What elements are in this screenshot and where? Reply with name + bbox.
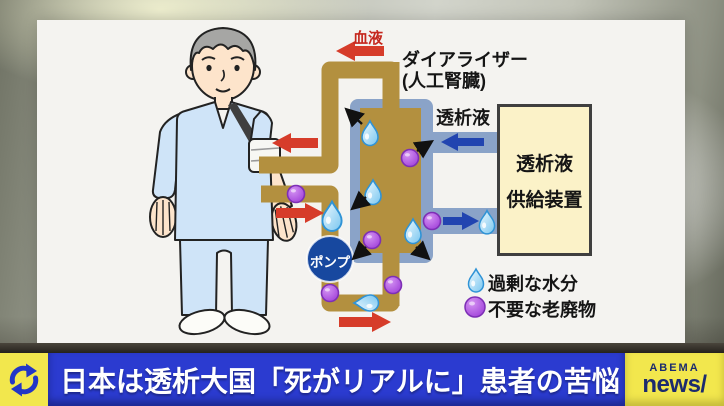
dialysate-flow-arrows <box>441 133 484 230</box>
blood-return-arrow <box>336 41 384 61</box>
cycle-arrows-icon <box>9 363 39 396</box>
waste-legend-icon <box>464 296 486 318</box>
dialyzer-top-stub <box>382 62 400 112</box>
migration-arrow <box>344 107 365 128</box>
migration-arrow <box>350 190 372 211</box>
abema-logo-text: ABEMA <box>649 361 700 374</box>
migration-arrow <box>351 240 372 261</box>
dialyzer-label-line1: ダイアライザー <box>402 50 528 70</box>
patient-left-hand <box>149 196 177 238</box>
dialysate-label: 透析液 <box>436 108 490 128</box>
waste-circle <box>383 275 403 295</box>
patient-slipper <box>223 308 271 336</box>
patient-pants <box>179 239 269 316</box>
patient-hair <box>189 27 257 71</box>
abema-news-logo: ABEMA news/ <box>625 353 724 406</box>
program-mark-box <box>0 353 48 406</box>
waste-circle <box>422 211 442 231</box>
legend-waste-label: 不要な老廃物 <box>488 300 596 320</box>
dialysate-supply-device: 透析液 供給装置 <box>497 104 592 256</box>
water-drop-legend-icon <box>467 267 485 293</box>
waste-circle <box>362 230 382 250</box>
patient-facial-features <box>201 56 245 93</box>
arm-outflow-arrow <box>276 203 324 223</box>
migration-arrow <box>412 140 435 159</box>
migration-arrow <box>410 240 431 261</box>
legend-water-label: 過剰な水分 <box>488 274 578 294</box>
video-gap-strip <box>0 343 724 354</box>
news-logo-text: news/ <box>642 370 707 398</box>
blood-label: 血液 <box>353 30 384 47</box>
waste-circle <box>286 184 306 204</box>
membrane-transfer-arrows <box>344 107 435 261</box>
dialyzer-label: ダイアライザー (人工腎臓) <box>402 50 528 92</box>
blood-flow-arrows <box>272 41 391 332</box>
waste-circle <box>320 283 340 303</box>
arm-return-arrow <box>272 133 318 153</box>
pump-label: ポンプ <box>309 255 351 270</box>
headline-text: 日本は透析大国「死がリアルに」患者の苦悩 <box>60 365 620 397</box>
dialysate-in-arrow <box>441 133 484 151</box>
patient-figure <box>149 27 298 336</box>
dialyzer-label-line2: (人工腎臓) <box>402 71 486 92</box>
supply-device-line1: 透析液 <box>515 153 573 175</box>
headline-bar: 日本は透析大国「死がリアルに」患者の苦悩 <box>48 353 625 406</box>
dialysate-out-arrow <box>443 212 479 230</box>
waste-circle <box>400 148 420 168</box>
bottom-flow-arrow <box>339 312 391 332</box>
supply-device-line2: 供給装置 <box>506 189 583 211</box>
